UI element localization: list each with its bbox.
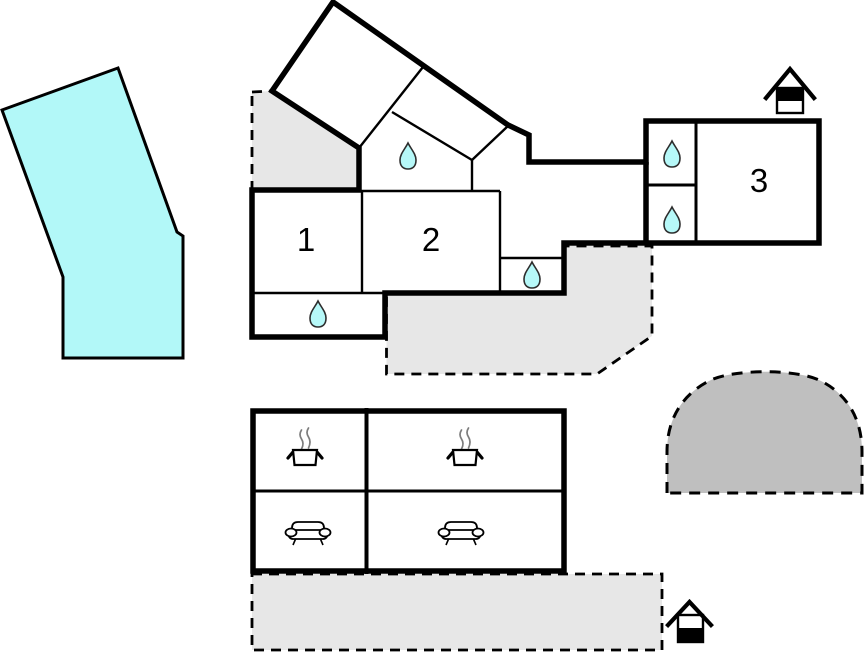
interior-walls — [252, 66, 698, 295]
wall-bath-top — [471, 125, 509, 161]
wall-tilted-divider — [391, 110, 473, 162]
bath-icons — [309, 139, 681, 328]
sofa-icon — [437, 521, 485, 546]
living-room-icons — [284, 521, 485, 546]
room-2-label: 2 — [422, 221, 440, 258]
terrace-lower — [250, 572, 664, 652]
water-drop-icon — [663, 205, 681, 234]
room-3-label: 3 — [750, 162, 768, 199]
terraces — [250, 89, 664, 652]
water-drop-icon — [523, 260, 541, 289]
terrace-middle — [385, 244, 654, 376]
swimming-pool — [0, 66, 185, 360]
water-drop-icon — [309, 299, 327, 328]
house-icon — [665, 598, 714, 644]
kitchen-icons — [286, 427, 484, 467]
patio-dome — [665, 370, 864, 495]
wall-tilted-room-base — [358, 66, 424, 149]
cooking-pot-icon — [446, 427, 484, 467]
water-drop-icon — [663, 139, 681, 168]
house-icon — [763, 65, 817, 115]
main-building — [249, 0, 822, 340]
annex-building — [250, 408, 567, 574]
sofa-icon — [284, 521, 332, 546]
cooking-pot-icon — [286, 427, 324, 467]
water-drop-icon — [399, 141, 417, 170]
room-1-label: 1 — [297, 221, 315, 258]
main-building-outline — [249, 0, 822, 340]
